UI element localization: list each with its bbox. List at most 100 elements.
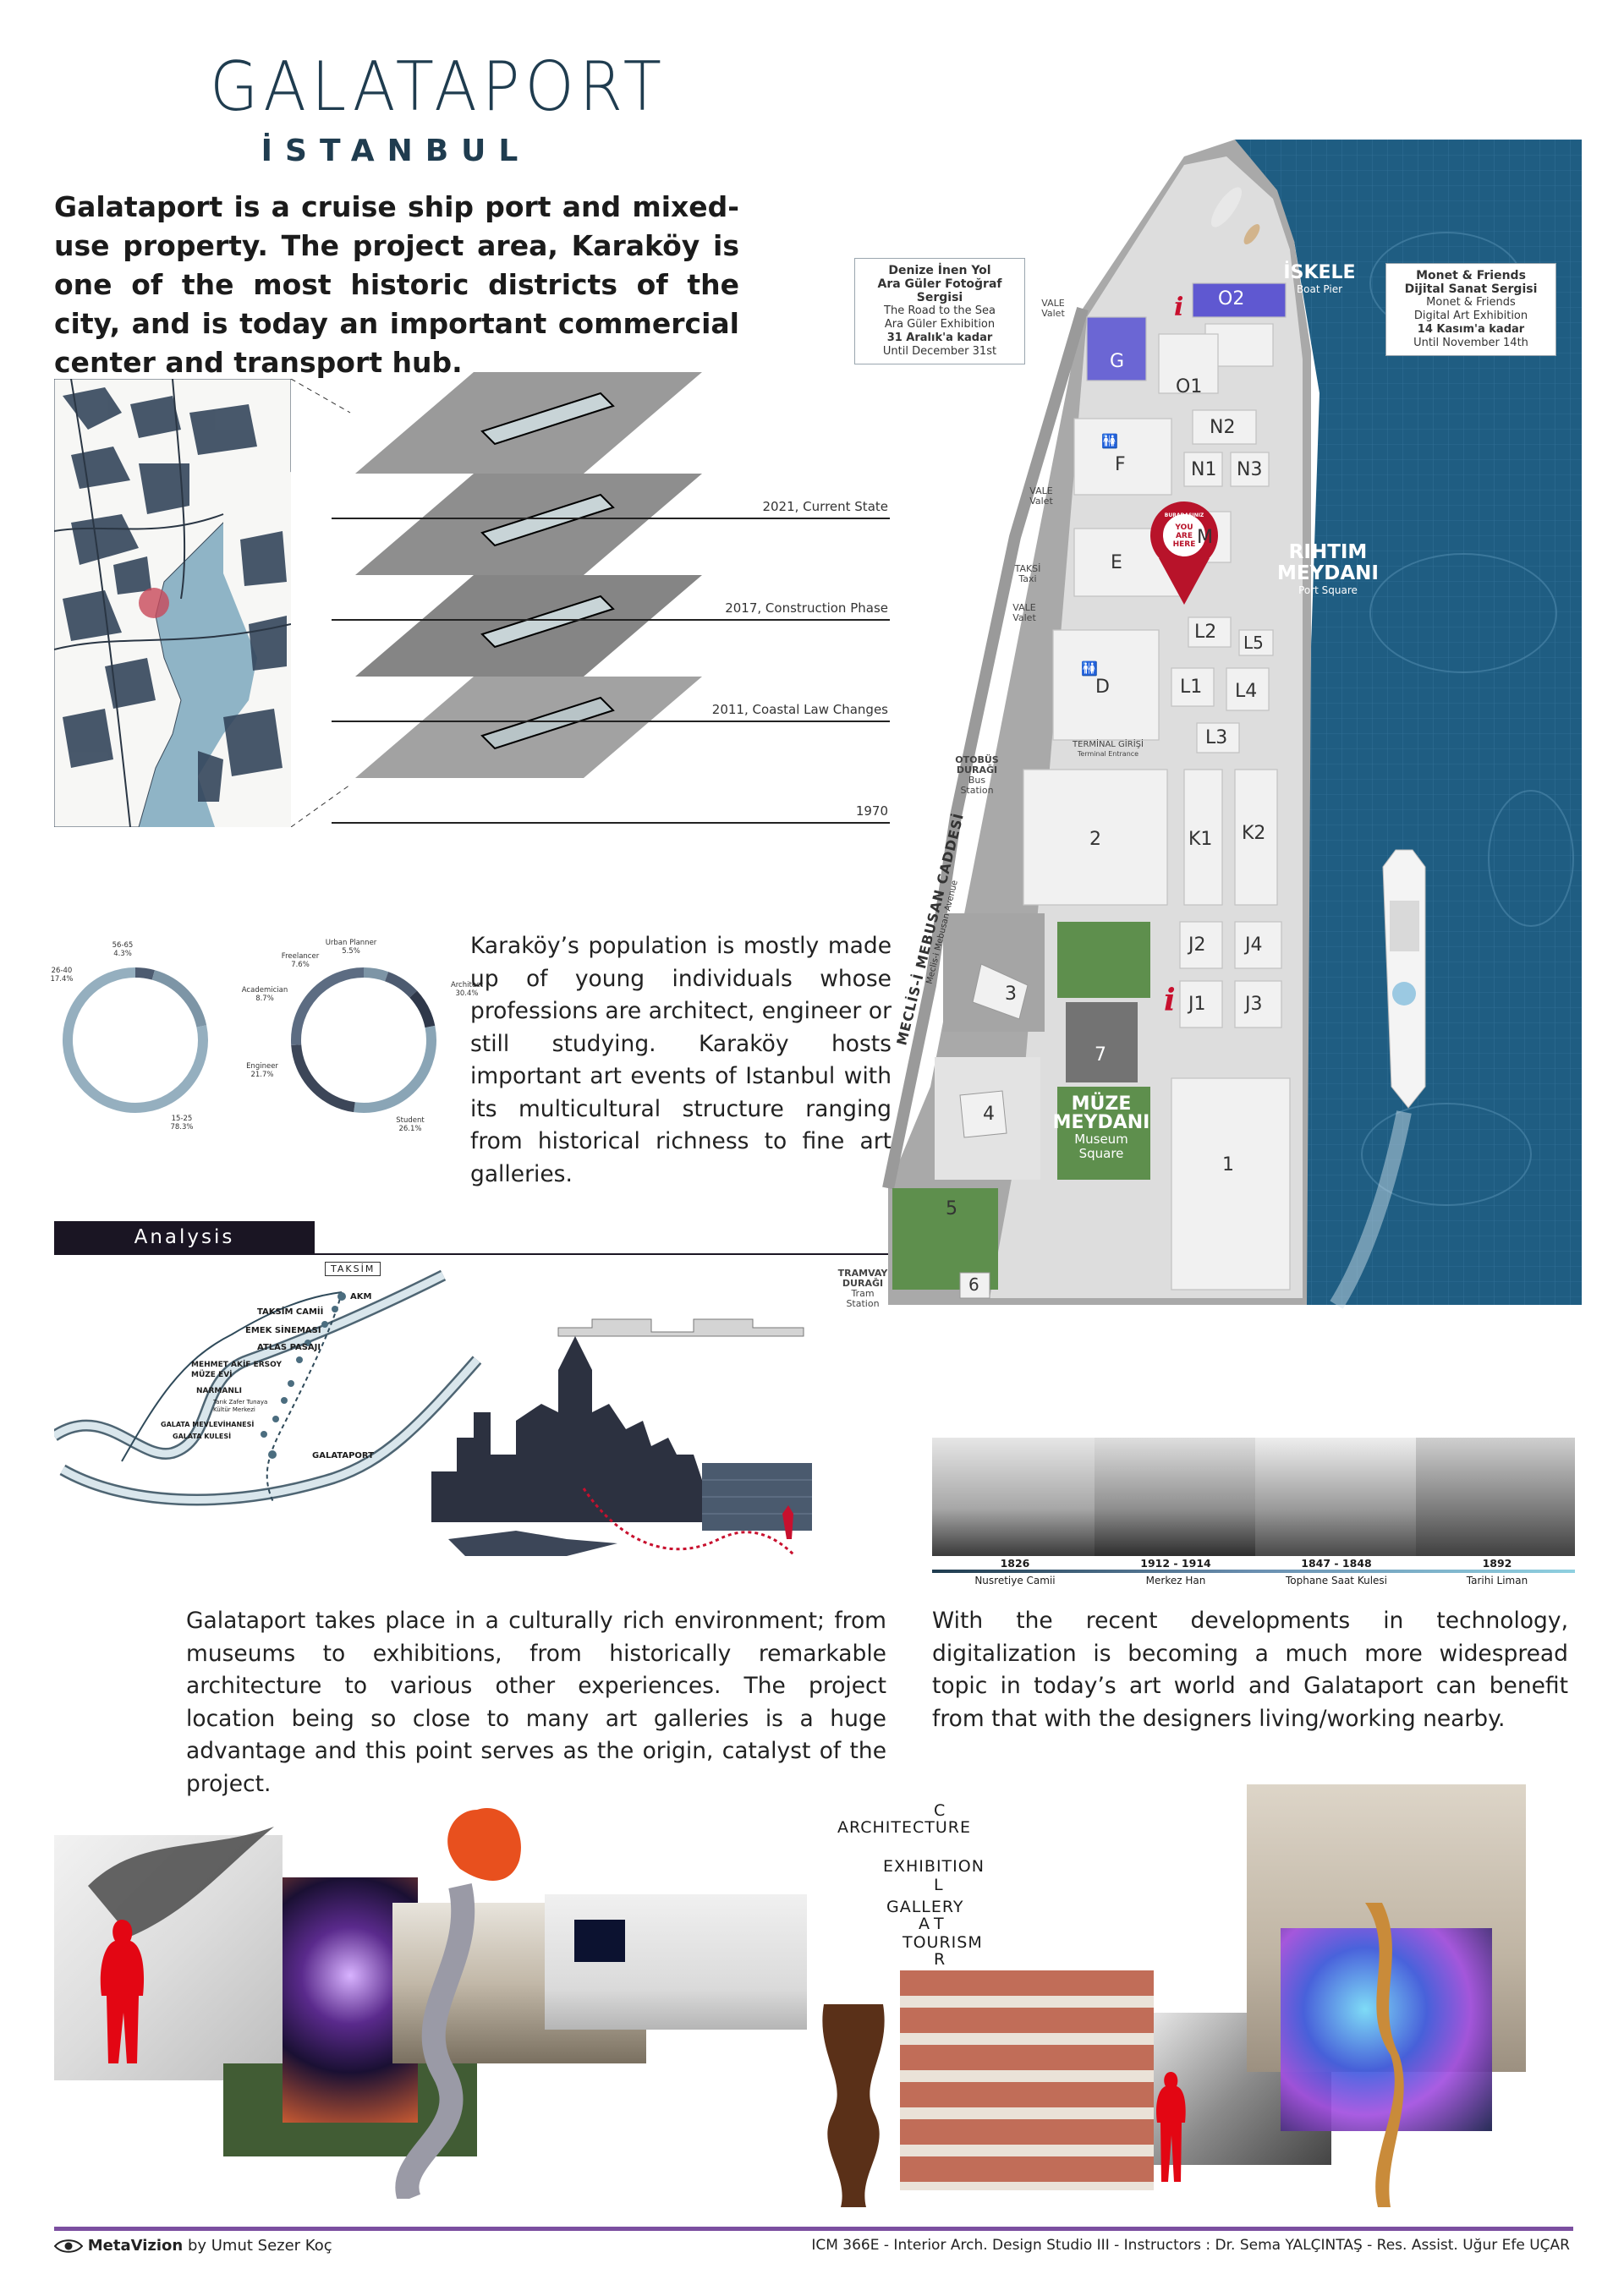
timeline-label: 2011, Coastal Law Changes bbox=[711, 702, 888, 717]
info-line: 31 Aralık'a kadar bbox=[886, 332, 993, 344]
route-stop: Tarık Zafer Tunaya Kültür Merkezi bbox=[213, 1399, 268, 1413]
building-4 bbox=[959, 1090, 1007, 1138]
prof-label-text: Freelancer bbox=[281, 952, 320, 961]
layer-2017 bbox=[355, 474, 702, 575]
building-1 bbox=[1171, 1077, 1291, 1290]
info-line: The Road to the Sea bbox=[884, 304, 996, 317]
muze-subtitle-2: Square bbox=[1078, 1146, 1124, 1161]
collage-image-artwork-blue bbox=[574, 1920, 625, 1962]
site-map: i i 🚻 🚻 O2 O1 G N2 F N1 N3 E M L2 L5 D L… bbox=[838, 140, 1582, 1319]
wc-icon: 🚻 bbox=[1101, 433, 1118, 449]
history-photo bbox=[1416, 1438, 1575, 1556]
info-line: Ara Güler Fotoğraf bbox=[877, 277, 1002, 291]
donut-segment bbox=[384, 972, 418, 998]
route-stop: ATLAS PASAJI bbox=[257, 1343, 321, 1352]
prof-label-pct: 30.4% bbox=[455, 989, 479, 998]
muze-label: MÜZE MEYDANI Museum Square bbox=[1042, 1095, 1160, 1161]
building-L4 bbox=[1226, 667, 1270, 711]
info-line: 14 Kasım'a kadar bbox=[1417, 323, 1525, 336]
building-label: 1 bbox=[1222, 1154, 1234, 1175]
building-7 bbox=[1066, 1002, 1138, 1082]
layer-2021 bbox=[355, 372, 702, 474]
route-stop: TAKSİM CAMİİ bbox=[257, 1307, 324, 1317]
history-year: 1912 - 1914 bbox=[1140, 1557, 1211, 1570]
analysis-divider bbox=[54, 1253, 985, 1255]
info-line: Monet & Friends bbox=[1416, 269, 1526, 282]
pin-line: HERE bbox=[1172, 540, 1196, 549]
vale-label: VALE Valet bbox=[1032, 299, 1074, 319]
intro-text: Galataport is a cruise ship port and mix… bbox=[54, 190, 739, 379]
history-year: 1847 - 1848 bbox=[1301, 1557, 1372, 1570]
route-map-title: TAKSİM bbox=[325, 1262, 381, 1276]
pin-line: BURADASINIZ bbox=[1164, 512, 1204, 518]
collage-sculpture-twist bbox=[1365, 1903, 1404, 2207]
timeline-label: 1970 bbox=[855, 803, 888, 819]
muze-title-2: MEYDANI bbox=[1052, 1112, 1150, 1133]
building-label: D bbox=[1095, 677, 1110, 698]
age-label-pct: 4.3% bbox=[113, 950, 132, 958]
culture-letter: T bbox=[934, 1915, 945, 1933]
route-map-graphic bbox=[51, 1269, 482, 1506]
timeline-line bbox=[332, 619, 890, 621]
istanbul-city-map bbox=[54, 379, 291, 827]
bus-title: OTOBÜS bbox=[955, 754, 999, 765]
info-icon: i bbox=[1164, 983, 1176, 1018]
history-photo bbox=[932, 1438, 1095, 1556]
red-figure bbox=[1156, 2072, 1186, 2182]
route-stop: GALATA KULESİ bbox=[173, 1433, 232, 1440]
building-label: E bbox=[1111, 552, 1122, 573]
taxi-label: TAKSİ Taxi bbox=[1007, 564, 1049, 584]
culture-word: TOURISM bbox=[903, 1933, 983, 1952]
history-name: Tarihi Liman bbox=[1466, 1575, 1528, 1586]
rihtim-subtitle: Port Square bbox=[1298, 584, 1358, 596]
building-G bbox=[1086, 316, 1147, 381]
layer-2011 bbox=[355, 575, 702, 677]
history-photo bbox=[1255, 1438, 1416, 1556]
building-6 bbox=[959, 1272, 990, 1299]
vale-subtitle: Valet bbox=[1012, 612, 1036, 623]
timeline-line bbox=[332, 518, 890, 519]
info-icon: i bbox=[1174, 293, 1183, 322]
art-collage: ARCHITECTURE EXHIBITION GALLERY TOURISM … bbox=[54, 1776, 1577, 2216]
prof-label-text: Student bbox=[396, 1116, 425, 1125]
building-label: 3 bbox=[1005, 984, 1017, 1005]
monet-exhibition-box: Monet & Friends Dijital Sanat Sergisi Mo… bbox=[1385, 263, 1556, 356]
vale-title: VALE bbox=[1041, 298, 1065, 309]
prof-label-text: Urban Planner bbox=[325, 939, 377, 947]
history-name: Tophane Saat Kulesi bbox=[1285, 1575, 1388, 1586]
tram-subtitle-2: Station bbox=[846, 1298, 880, 1309]
terminal-subtitle: Terminal Entrance bbox=[1077, 750, 1139, 758]
timeline-label: 2021, Current State bbox=[762, 499, 888, 514]
history-year: 1892 bbox=[1482, 1557, 1512, 1570]
footer-author: by Umut Sezer Koç bbox=[183, 2237, 332, 2255]
red-figure bbox=[100, 1920, 145, 2063]
history-name: Nusretiye Camii bbox=[974, 1575, 1056, 1586]
footer-divider bbox=[54, 2227, 1573, 2231]
profession-donut-chart bbox=[291, 967, 436, 1113]
eye-icon bbox=[53, 2238, 84, 2254]
skyline-graphic bbox=[431, 1318, 812, 1558]
route-map: TAKSİM AKM TAKSİM CAMİİ EMEK SİNEMASI AT… bbox=[51, 1258, 494, 1563]
prof-label-text: Academician bbox=[241, 986, 288, 995]
route-stop: GALATA MEVLEVİHANESİ bbox=[161, 1421, 255, 1428]
info-line: Until November 14th bbox=[1413, 337, 1528, 349]
culture-word: GALLERY bbox=[886, 1898, 964, 1916]
collage-image-gallery-room bbox=[545, 1894, 807, 2030]
terminal-title: TERMİNAL GİRİŞİ bbox=[1073, 740, 1144, 749]
tram-subtitle: Tram bbox=[851, 1288, 875, 1299]
donut-segment bbox=[134, 967, 155, 980]
location-highlight bbox=[139, 588, 169, 618]
iskele-label: İSKELE Boat Pier bbox=[1281, 262, 1358, 295]
iskele-subtitle: Boat Pier bbox=[1296, 283, 1343, 295]
terminal-label: TERMİNAL GİRİŞİ Terminal Entrance bbox=[1049, 740, 1167, 759]
route-stop: GALATAPORT bbox=[312, 1451, 374, 1460]
building-2 bbox=[1023, 769, 1168, 906]
vale-title: VALE bbox=[1029, 485, 1053, 496]
